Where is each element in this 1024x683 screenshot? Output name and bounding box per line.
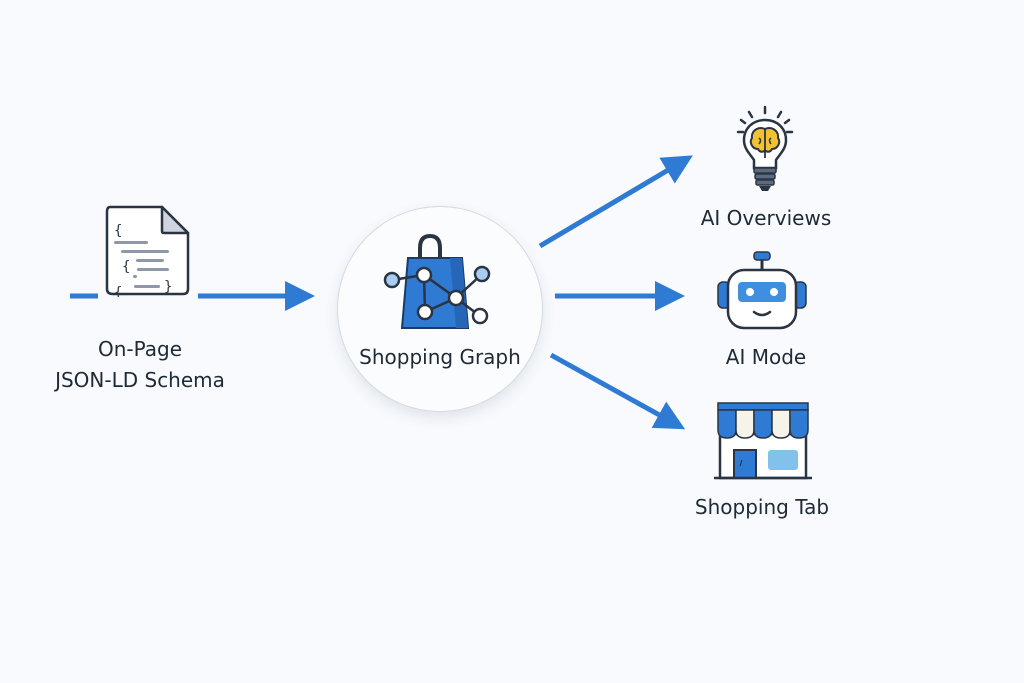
arrow-graph-to-shopping-tab (549, 352, 686, 430)
shopping-bag-graph-icon (383, 233, 491, 329)
target-label-ai-mode: AI Mode (725, 345, 807, 369)
source-label-line1: On-Page (97, 337, 183, 361)
target-label-ai-overviews: AI Overviews (700, 206, 832, 230)
source-label-line2: JSON-LD Schema (55, 368, 225, 392)
arrow-graph-to-ai-overviews (538, 155, 693, 249)
json-document-icon: { { } { (105, 205, 190, 297)
svg-text:{: { (114, 223, 122, 239)
lightbulb-brain-icon (736, 105, 794, 191)
svg-text:}: } (164, 279, 172, 295)
target-label-shopping-tab: Shopping Tab (694, 495, 830, 519)
svg-text:{: { (122, 259, 130, 275)
svg-text:{: { (114, 285, 122, 297)
robot-icon (717, 251, 807, 330)
storefront-icon (714, 402, 812, 480)
hub-label: Shopping Graph (359, 345, 521, 369)
